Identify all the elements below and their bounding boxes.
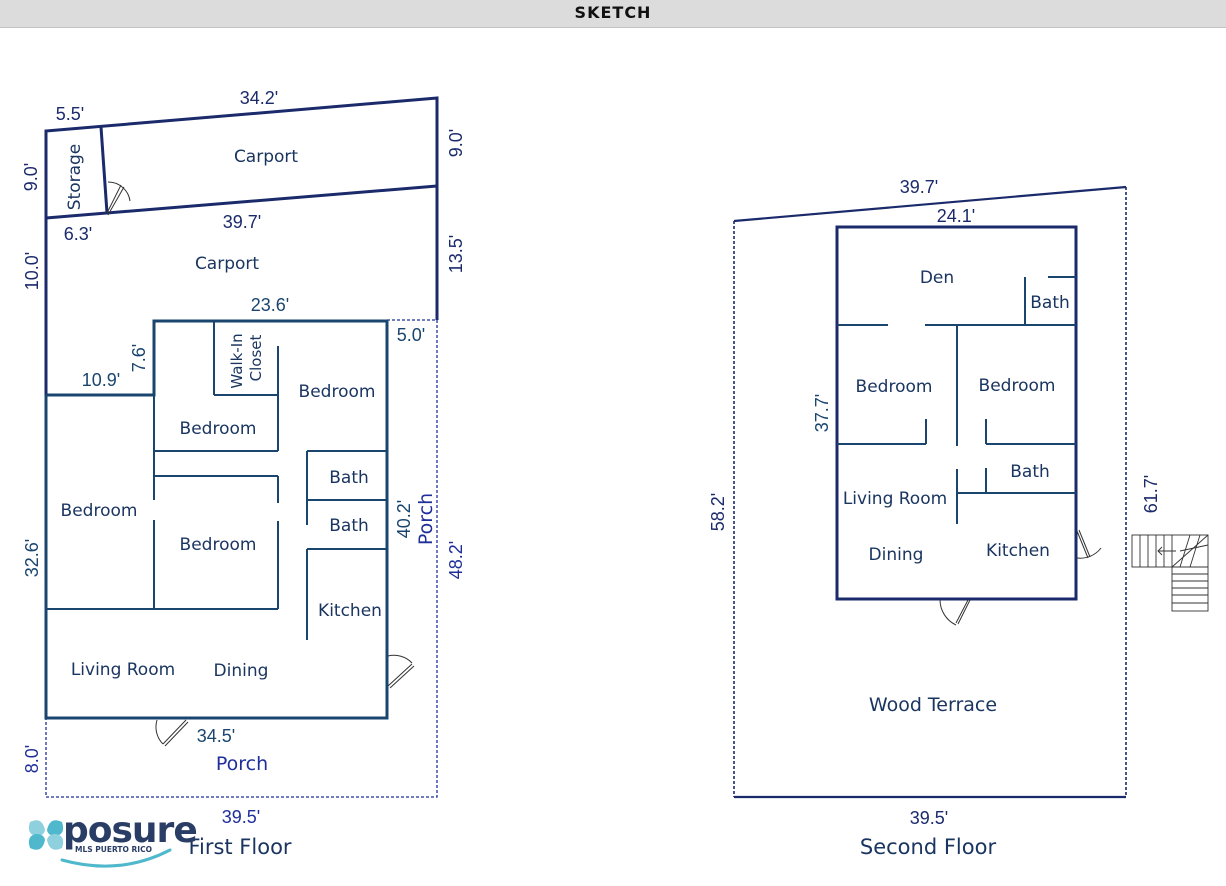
dimension-label: 23.6'	[251, 295, 289, 315]
stairs-icon	[1131, 534, 1209, 612]
dimension-label: 7.6'	[129, 344, 149, 372]
room-label-bedroom-left: Bedroom	[61, 501, 138, 521]
room-label-carport-main: Carport	[195, 254, 259, 274]
dimension-label: 39.5'	[222, 807, 260, 827]
logo-wordmark: posure	[63, 810, 197, 851]
room-label-bedroom-lower-mid: Bedroom	[180, 535, 257, 555]
dimension-label: 6.3'	[64, 224, 92, 244]
room-label-living-room: Living Room	[843, 489, 947, 509]
room-label-bath-upper: Bath	[329, 468, 369, 488]
front-entry-door-icon	[155, 719, 189, 747]
kitchen-door-icon	[1076, 529, 1102, 559]
carport-outline	[44, 96, 439, 395]
dimension-label: 48.2'	[446, 541, 466, 579]
dimension-label: 10.9'	[82, 370, 120, 390]
room-label-dining: Dining	[869, 545, 924, 565]
dimension-label: 40.2'	[394, 500, 414, 538]
dimension-label: 9.0'	[21, 163, 41, 191]
room-label-bedroom-right: Bedroom	[979, 376, 1056, 396]
wood-terrace-outline	[733, 185, 1127, 799]
first-floor-plan: Carport Storage Carport Walk-In Closet B…	[21, 88, 466, 859]
room-label-bedroom-upper-right: Bedroom	[299, 382, 376, 402]
dimension-label: 5.5'	[56, 104, 84, 124]
room-label-kitchen: Kitchen	[986, 541, 1050, 561]
room-label-porch-bottom: Porch	[216, 753, 268, 775]
room-label-bedroom-left: Bedroom	[856, 377, 933, 397]
second-floor-interior-walls	[837, 276, 1076, 524]
second-floor-house-outline	[835, 225, 1078, 601]
xposure-logo: posure MLS PUERTO RICO	[28, 810, 198, 868]
dimension-label: 10.0'	[22, 252, 42, 290]
room-label-living-room: Living Room	[71, 660, 175, 680]
logo-subtitle: MLS PUERTO RICO	[75, 845, 152, 854]
xposure-x-logo-icon	[28, 820, 64, 850]
first-floor-porch-outline	[45, 319, 438, 798]
first-floor-label: First Floor	[188, 835, 291, 859]
second-floor-label: Second Floor	[860, 835, 997, 859]
room-label-dining: Dining	[214, 661, 269, 681]
dimension-label: 5.0'	[397, 325, 425, 345]
dimension-label: 24.1'	[937, 206, 975, 226]
sketch-title: SKETCH	[574, 3, 652, 22]
room-label-porch-side: Porch	[415, 493, 437, 545]
room-label-wood-terrace: Wood Terrace	[869, 694, 997, 716]
dimension-label: 13.5'	[446, 235, 466, 273]
dimension-label: 37.7'	[812, 394, 832, 432]
first-floor-interior-walls	[46, 321, 387, 640]
dimension-label: 39.7'	[900, 177, 938, 197]
dimension-label: 34.2'	[240, 88, 278, 108]
room-label-bedroom-upper-mid: Bedroom	[180, 419, 257, 439]
dimension-label: 58.2'	[708, 493, 728, 531]
room-label-storage: Storage	[65, 144, 85, 211]
dimension-label: 32.6'	[22, 539, 42, 577]
room-label-bath-top: Bath	[1030, 293, 1070, 313]
second-floor-plan: Den Bath Bedroom Bedroom Bath Living Roo…	[708, 177, 1209, 859]
room-label-bath-lower: Bath	[329, 516, 369, 536]
dimension-label: 9.0'	[446, 129, 466, 157]
room-label-den: Den	[920, 268, 954, 288]
side-entry-door-icon	[387, 654, 415, 689]
sketch-header: SKETCH	[0, 0, 1226, 28]
room-label-kitchen: Kitchen	[318, 601, 382, 621]
dimension-label: 34.5'	[197, 726, 235, 746]
room-label-walk-in-2: Closet	[247, 335, 265, 382]
storage-door-icon	[106, 181, 131, 216]
dimension-label: 61.7'	[1141, 475, 1161, 513]
dimension-label: 8.0'	[22, 745, 42, 773]
logo-swoosh	[60, 848, 172, 868]
room-label-bath-mid: Bath	[1010, 462, 1050, 482]
room-label-carport-top: Carport	[234, 147, 298, 167]
terrace-entry-door-icon	[939, 599, 971, 626]
dimension-label: 39.5'	[910, 808, 948, 828]
room-label-walk-in-1: Walk-In	[228, 333, 246, 388]
dimension-label: 39.7'	[223, 212, 261, 232]
